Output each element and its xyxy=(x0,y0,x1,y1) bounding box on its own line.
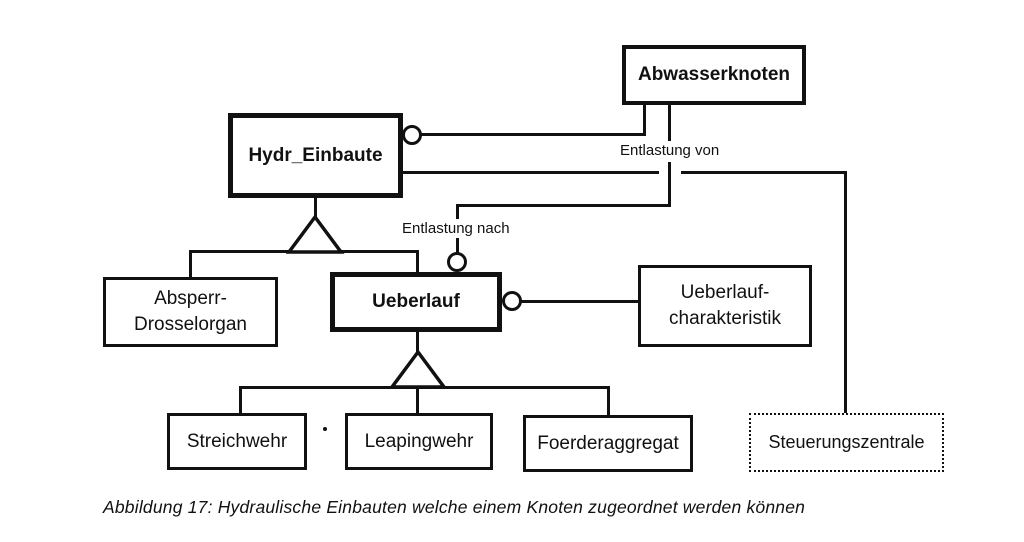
connector-leapingwehr-drop xyxy=(416,386,419,415)
connector-ueberlauf-to-charakteristik xyxy=(521,300,640,303)
connector-foerderaggregat-drop xyxy=(607,386,610,417)
connector-streichwehr-drop xyxy=(239,386,242,415)
connector-entlastungnach-leg-upper xyxy=(668,102,671,142)
connector-hydr-to-steuerung-seg2 xyxy=(681,171,847,174)
node-foerderaggregat-label: Foerderaggregat xyxy=(537,432,679,454)
edge-label-entlastung-nach: Entlastung nach xyxy=(399,219,513,238)
edge-label-entlastung-von: Entlastung von xyxy=(617,141,723,160)
connector-ueberlauf-drop xyxy=(416,250,419,276)
node-steuerungszentrale-label: Steuerungszentrale xyxy=(768,432,925,453)
node-ueberlauf-charakteristik-line2: charakteristik xyxy=(669,308,781,329)
aggregation-circle-ueberlauf-top xyxy=(447,252,467,272)
node-absperr-line1: Absperr- xyxy=(154,288,227,310)
connector-abwasser-to-hydr xyxy=(421,133,646,136)
aggregation-circle-ueberlauf-right xyxy=(502,291,522,311)
connector-absperr-drop xyxy=(189,250,192,280)
node-hydr-einbaute: Hydr_Einbaute xyxy=(228,113,403,198)
connector-hydr-to-steuerung-seg1 xyxy=(401,171,659,174)
node-hydr-einbaute-label: Hydr_Einbaute xyxy=(248,144,383,166)
connector-hydr-triangle-stub xyxy=(314,196,317,222)
connector-steuerung-drop xyxy=(844,171,847,415)
node-leapingwehr: Leapingwehr xyxy=(345,413,493,470)
node-abwasserknoten: Abwasserknoten xyxy=(622,45,806,105)
node-ueberlauf-label: Ueberlauf xyxy=(372,291,460,313)
connector-ueberlauf-triangle-stub xyxy=(416,330,419,355)
connector-entlastungnach-leg-lower xyxy=(668,162,671,207)
node-streichwehr-label: Streichwehr xyxy=(186,430,288,452)
node-leapingwehr-label: Leapingwehr xyxy=(364,430,474,452)
node-absperr-line2: Drosselorgan xyxy=(134,314,247,335)
node-ueberlauf: Ueberlauf xyxy=(330,272,502,332)
figure-caption: Abbildung 17: Hydraulische Einbauten wel… xyxy=(103,497,806,517)
node-ueberlauf-charakteristik-line1: Ueberlauf- xyxy=(680,282,770,304)
inheritance-triangle-ueberlauf xyxy=(389,349,448,389)
node-ueberlauf-charakteristik: Ueberlauf- charakteristik xyxy=(638,265,812,347)
inheritance-triangle-hydr xyxy=(286,214,345,254)
node-steuerungszentrale: Steuerungszentrale xyxy=(749,413,944,472)
node-streichwehr: Streichwehr xyxy=(167,413,307,470)
node-abwasserknoten-label: Abwasserknoten xyxy=(637,64,791,86)
aggregation-circle-hydr-right xyxy=(402,125,422,145)
scan-speck xyxy=(323,427,327,431)
node-absperr-drosselorgan: Absperr- Drosselorgan xyxy=(103,277,278,347)
node-foerderaggregat: Foerderaggregat xyxy=(523,415,693,472)
connector-abwasser-leftleg xyxy=(643,102,646,136)
connector-entlastungnach-horizontal xyxy=(456,204,671,207)
